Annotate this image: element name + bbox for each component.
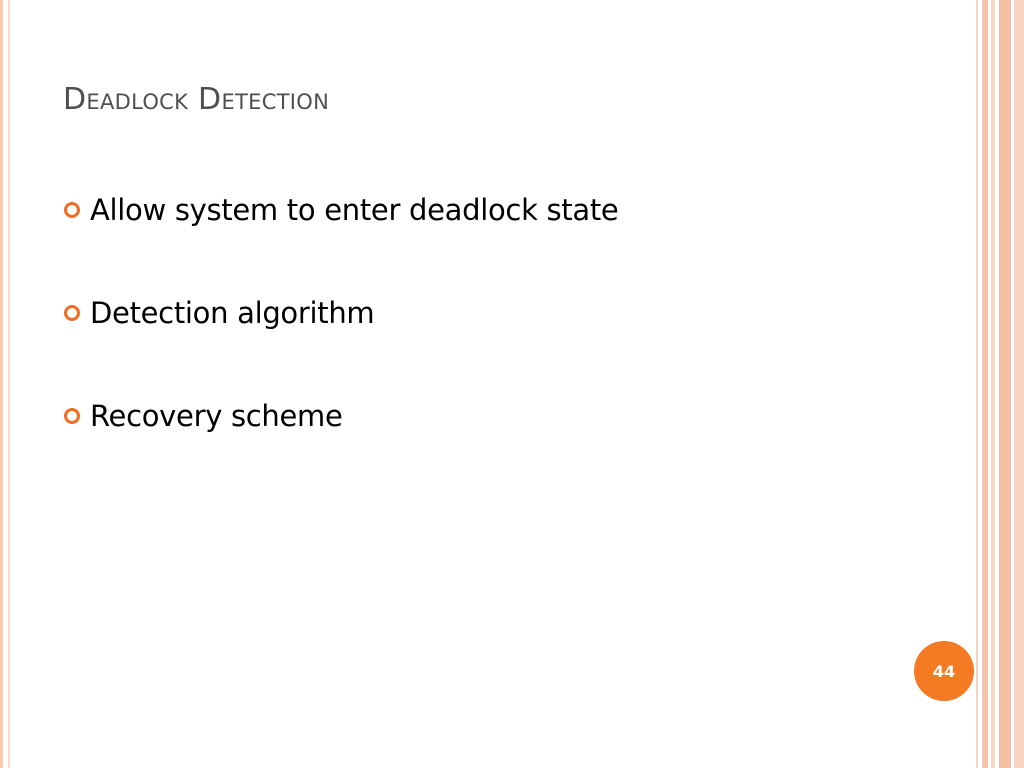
page-number-badge: 44 xyxy=(914,641,974,701)
list-item: Detection algorithm xyxy=(64,289,618,337)
slide-title: Deadlock Detection xyxy=(63,82,330,117)
bullet-circle-icon xyxy=(64,305,80,321)
list-item: Recovery scheme xyxy=(64,392,618,440)
decorative-stripe xyxy=(999,0,1011,768)
bullet-text: Detection algorithm xyxy=(90,296,375,330)
bullet-text: Recovery scheme xyxy=(90,399,343,433)
decorative-stripe xyxy=(976,0,978,768)
decorative-stripe xyxy=(982,0,988,768)
bullet-circle-icon xyxy=(64,202,80,218)
decorative-stripe xyxy=(1014,0,1024,768)
bullet-list: Allow system to enter deadlock state Det… xyxy=(64,186,619,495)
list-item: Allow system to enter deadlock state xyxy=(64,186,619,234)
decorative-stripe xyxy=(0,0,3,768)
bullet-text: Allow system to enter deadlock state xyxy=(90,193,619,227)
decorative-stripe xyxy=(991,0,995,768)
bullet-circle-icon xyxy=(64,408,80,424)
decorative-stripe xyxy=(8,0,10,768)
